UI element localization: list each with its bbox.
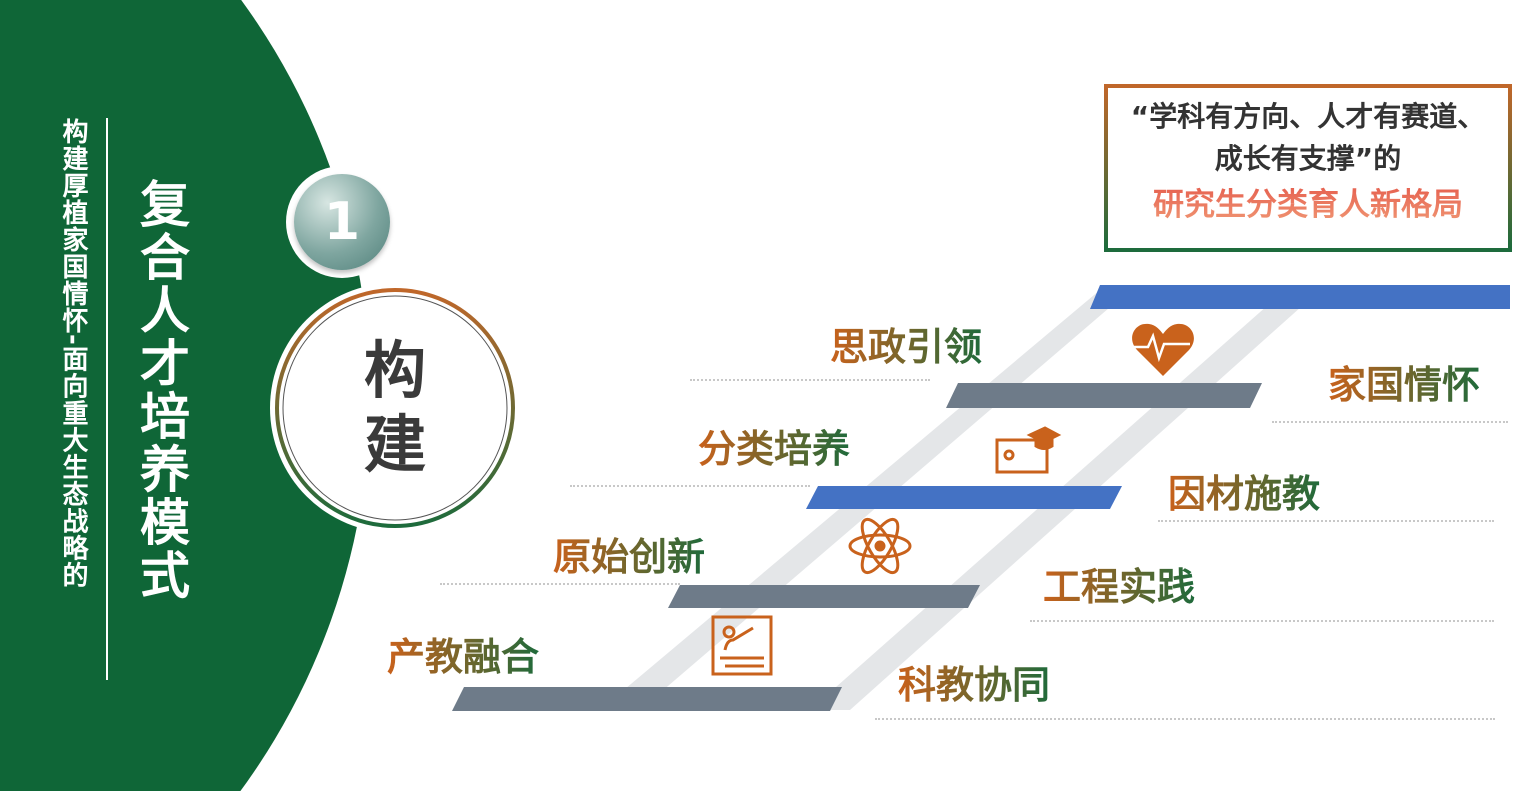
subtitle-vertical: 构建厚植家国情怀-面向重大生态战略的 xyxy=(58,118,88,589)
stair-step-3 xyxy=(806,486,1122,509)
label-patriotism: 家国情怀 xyxy=(1328,354,1480,409)
label-individualized-teaching: 因材施教 xyxy=(1168,463,1320,518)
dotted-line xyxy=(875,718,1495,720)
dotted-line xyxy=(1272,421,1508,423)
divider xyxy=(106,118,108,680)
stair-step-4 xyxy=(668,585,980,608)
label-science-education-synergy: 科教协同 xyxy=(898,654,1050,709)
stair-step-5 xyxy=(452,687,842,711)
stair-step-top xyxy=(1090,285,1510,309)
certificate-graduation-icon xyxy=(995,426,1062,474)
quote-line-2: 成长有支撑”的 xyxy=(1214,142,1402,175)
dotted-line xyxy=(440,583,680,585)
stair-step-2 xyxy=(946,383,1262,408)
center-char-2: 建 xyxy=(363,408,426,481)
dotted-line xyxy=(1030,620,1494,622)
label-industry-education: 产教融合 xyxy=(387,626,539,681)
atom-icon xyxy=(848,517,912,575)
label-classified-training: 分类培养 xyxy=(698,418,850,473)
dotted-line xyxy=(570,485,810,487)
label-ideology-leading: 思政引领 xyxy=(830,316,982,371)
title-vertical: 复合人才培养模式 xyxy=(132,178,190,602)
quote-line-1: “学科有方向、人才有赛道、 xyxy=(1130,100,1486,133)
quote-box: “学科有方向、人才有赛道、 成长有支撑”的 研究生分类育人新格局 xyxy=(1104,84,1512,252)
number-badge: 1 xyxy=(294,174,390,270)
dotted-line xyxy=(690,379,930,381)
teaching-board-icon xyxy=(711,615,773,676)
label-original-innovation: 原始创新 xyxy=(553,526,705,581)
center-circle: 构 建 xyxy=(270,283,520,533)
heart-pulse-icon xyxy=(1132,323,1194,376)
quote-highlight: 研究生分类育人新格局 xyxy=(1108,180,1508,230)
center-text: 构 建 xyxy=(270,283,520,533)
label-engineering-practice: 工程实践 xyxy=(1043,556,1195,611)
circle-ring xyxy=(275,288,515,528)
dotted-line xyxy=(1158,520,1494,522)
center-char-1: 构 xyxy=(363,333,426,407)
